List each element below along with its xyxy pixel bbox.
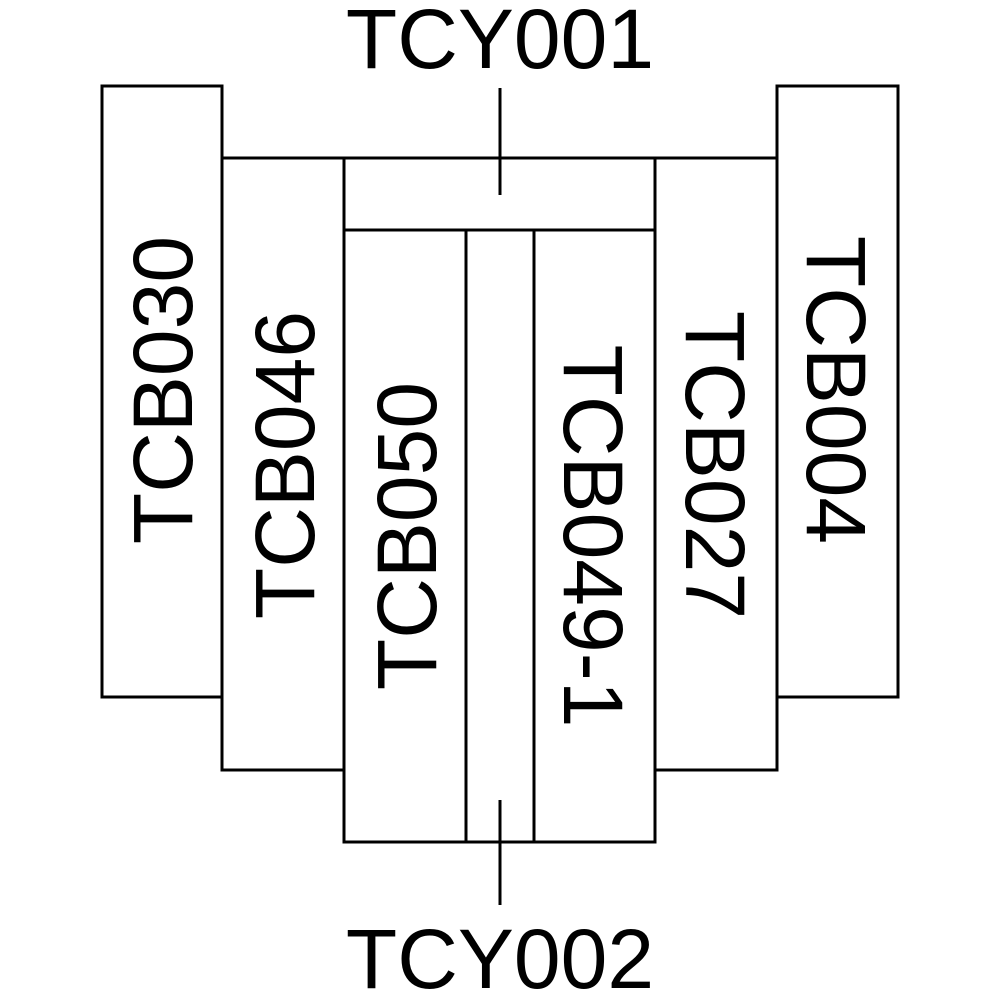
label-tcb004: TCB004 [789,236,883,544]
label-tcy001: TCY001 [346,0,654,86]
block-middle-strip [464,228,536,844]
label-tcb049-1: TCB049-1 [546,345,640,728]
label-tcy002: TCY002 [346,912,654,1000]
label-tcb027: TCB027 [668,311,762,619]
block-tcb004 [775,84,900,699]
label-tcb050: TCB050 [360,382,454,690]
label-tcb030: TCB030 [116,236,210,544]
label-tcb046: TCB046 [238,311,332,619]
